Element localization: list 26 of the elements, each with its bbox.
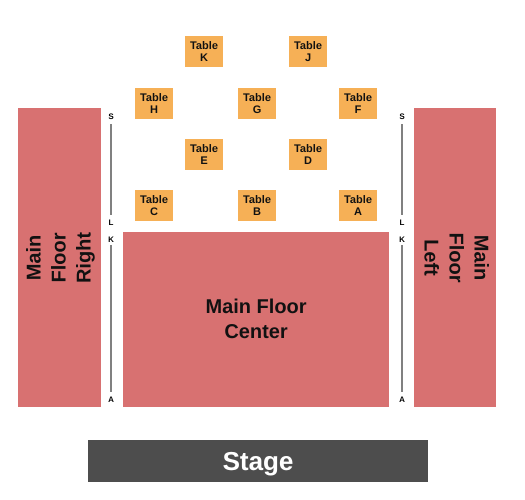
section-label: Table C xyxy=(139,194,169,218)
section-label: Main Floor Right xyxy=(22,230,96,286)
seating-section xyxy=(414,108,496,407)
section-label: Stage xyxy=(222,446,294,476)
seating-section xyxy=(18,108,101,407)
section-label: Table G xyxy=(242,92,272,116)
row-letter: K xyxy=(398,235,406,244)
row-letter: K xyxy=(107,235,115,244)
section-label: Table F xyxy=(343,92,373,116)
section-label: Main Floor Left xyxy=(418,232,492,284)
section-label: Table A xyxy=(343,194,373,218)
section-label: Table J xyxy=(293,40,323,64)
row-letter: L xyxy=(398,218,406,227)
section-label: Table K xyxy=(189,40,219,64)
row-letter: A xyxy=(398,395,406,404)
row-letter: S xyxy=(398,112,406,121)
section-label: Table E xyxy=(189,142,219,166)
row-letter: A xyxy=(107,395,115,404)
section-label: Table H xyxy=(139,92,169,116)
row-letter: S xyxy=(107,112,115,121)
section-label: Table B xyxy=(242,194,272,218)
section-label: Table D xyxy=(293,142,323,166)
row-letter: L xyxy=(108,218,114,227)
seating-section xyxy=(123,232,389,407)
stage xyxy=(88,440,428,482)
section-label: Main Floor Center xyxy=(204,294,308,344)
